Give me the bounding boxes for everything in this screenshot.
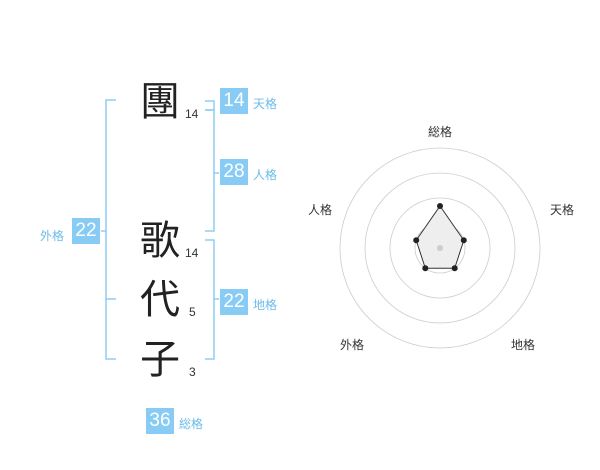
radar-label-chikaku: 地格 [511,338,536,352]
tenkaku-label: 天格 [253,97,278,111]
given-char-1: 歌 [140,218,180,264]
radar-point-tenkaku [460,237,467,244]
chikaku-bracket [205,239,215,360]
tenkaku-bracket [205,100,215,111]
radar-point-soukaku [437,203,443,209]
jinkaku-label: 人格 [253,168,278,182]
radar-label-gaikaku: 外格 [340,338,365,352]
chikaku-label: 地格 [253,298,278,312]
radar-chart [339,147,541,349]
given-char-2-strokes: 5 [189,305,196,319]
chikaku-value: 22 [220,289,248,315]
jinkaku-bracket [205,109,215,232]
gaikaku-label: 外格 [40,229,65,243]
radar-center [437,245,443,251]
radar-label-soukaku: 総格 [428,125,453,139]
given-char-3-strokes: 3 [189,365,196,379]
tenkaku-value: 14 [220,88,248,114]
radar-point-jinkaku [413,237,420,244]
radar-point-chikaku [451,265,458,272]
radar-label-jinkaku: 人格 [308,203,333,217]
given-char-1-strokes: 14 [185,246,199,260]
given-char-3: 子 [140,337,180,383]
surname-char-1: 團 [140,79,180,125]
radar-polygon [415,205,465,269]
jinkaku-value: 28 [220,159,248,185]
radar-label-tenkaku: 天格 [550,203,575,217]
surname-char-1-strokes: 14 [185,107,199,121]
radar-ring-2 [389,197,491,299]
soukaku-label: 総格 [179,417,204,431]
gaikaku-bracket [105,99,116,360]
soukaku-value: 36 [146,408,174,434]
given-char-2: 代 [140,277,180,323]
gaikaku-value: 22 [72,218,100,244]
radar-ring-3 [364,172,516,324]
radar-point-gaikaku [422,265,429,272]
radar-ring-4 [339,147,541,349]
